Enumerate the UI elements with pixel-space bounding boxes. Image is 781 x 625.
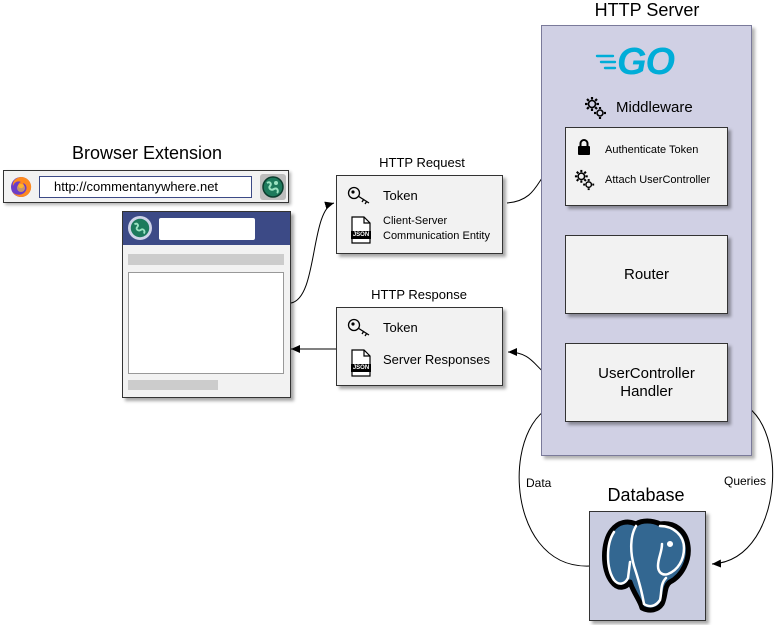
arrow-browser-to-request (290, 201, 335, 304)
server-responses-label: Server Responses (383, 352, 490, 367)
queries-label: Queries (724, 474, 767, 488)
handler-label-line2: Handler (620, 382, 673, 400)
middleware-box: Authenticate Token Attach UserController (565, 127, 728, 206)
router-label: Router (623, 266, 670, 283)
go-logo: GO (595, 41, 690, 83)
request-entity-line2: Communication Entity (383, 230, 490, 242)
data-label: Data (526, 476, 552, 490)
key-icon (347, 185, 373, 210)
go-logo-text: GO (617, 41, 675, 83)
database-title: Database (607, 485, 685, 505)
popup-input[interactable] (159, 218, 255, 240)
json-badge: JSON (352, 365, 370, 371)
browser-extension-title: Browser Extension (71, 143, 223, 163)
middleware-item-authenticate: Authenticate Token (605, 144, 699, 156)
request-token-label: Token (383, 188, 418, 203)
http-server-title: HTTP Server (594, 0, 700, 20)
url-text: http://commentanywhere.net (54, 179, 219, 194)
json-badge: JSON (352, 232, 370, 238)
firefox-icon[interactable] (10, 176, 32, 198)
url-bar[interactable]: http://commentanywhere.net (39, 176, 252, 198)
router-box: Router (565, 235, 728, 314)
popup-footer-bar (128, 380, 218, 390)
extension-button[interactable] (260, 174, 286, 200)
json-file-icon: JSON (350, 349, 372, 377)
handler-label-line1: UserController (598, 364, 695, 382)
http-response-title: HTTP Response (371, 287, 467, 302)
key-icon (347, 317, 373, 342)
popup-content-area[interactable] (128, 272, 284, 374)
response-token-label: Token (383, 320, 418, 335)
lock-icon (577, 139, 591, 161)
popup-header (123, 212, 290, 245)
json-file-icon: JSON (350, 216, 372, 244)
browser-toolbar: http://commentanywhere.net (3, 170, 289, 203)
database-box (589, 511, 706, 621)
postgresql-elephant-icon (602, 518, 691, 613)
request-entity-line1: Client-Server (383, 215, 448, 227)
middleware-item-attach: Attach UserController (605, 174, 711, 186)
middleware-label: Middleware (616, 99, 693, 116)
popup-placeholder-bar (128, 254, 284, 265)
gears-icon (584, 96, 608, 125)
extension-popup (122, 211, 291, 398)
popup-logo-icon (128, 216, 152, 240)
request-entity-label: Client-Server Communication Entity (383, 214, 490, 244)
usercontroller-handler-box: UserController Handler (565, 343, 728, 422)
http-response-box: Token JSON Server Responses (336, 307, 503, 386)
http-request-title: HTTP Request (379, 155, 465, 170)
globe-logo-icon (262, 176, 284, 198)
http-request-box: Token JSON Client-Server Communication E… (336, 175, 503, 254)
gears-icon (574, 169, 596, 196)
